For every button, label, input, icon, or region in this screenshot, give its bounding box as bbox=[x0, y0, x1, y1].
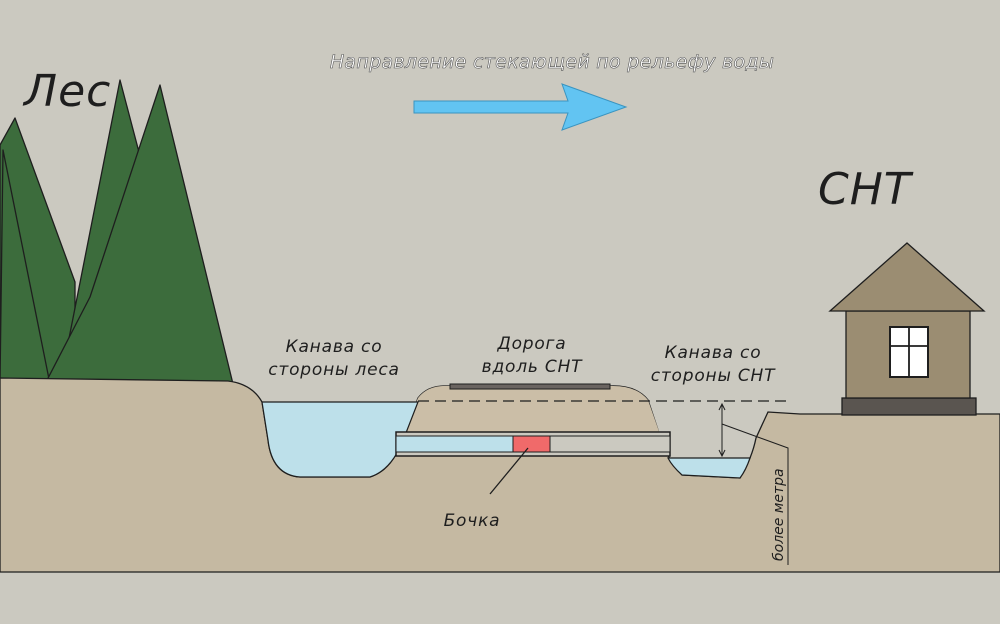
ditch-snt-label-line2: стороны СНТ bbox=[651, 366, 776, 386]
road-label-line1: Дорога bbox=[496, 334, 566, 354]
ditch-forest-label-line1: Канава со bbox=[286, 337, 383, 357]
forest-label: Лес bbox=[22, 66, 111, 117]
ditch-forest-label-line2: стороны леса bbox=[268, 360, 399, 380]
snt-label: СНТ bbox=[818, 164, 914, 215]
bottom-strip bbox=[0, 572, 1000, 624]
diagram-title: Направление стекающей по рельефу воды bbox=[330, 51, 774, 73]
barrel-label: Бочка bbox=[444, 511, 501, 531]
depth-dimension bbox=[718, 402, 789, 565]
depth-label: более метра bbox=[771, 468, 787, 561]
house-icon bbox=[828, 242, 986, 416]
ditch-snt-label-line1: Канава со bbox=[665, 343, 762, 363]
road-surface bbox=[449, 383, 611, 390]
road-label-line2: вдоль СНТ bbox=[482, 357, 584, 377]
ditch-snt-water[interactable] bbox=[667, 457, 751, 479]
road-mound bbox=[400, 385, 662, 440]
window-icon bbox=[889, 326, 929, 378]
barrel-pointer-line bbox=[489, 447, 529, 495]
arrow-right-icon bbox=[413, 83, 628, 131]
forest bbox=[0, 79, 234, 385]
culvert-pipe[interactable] bbox=[395, 431, 671, 457]
